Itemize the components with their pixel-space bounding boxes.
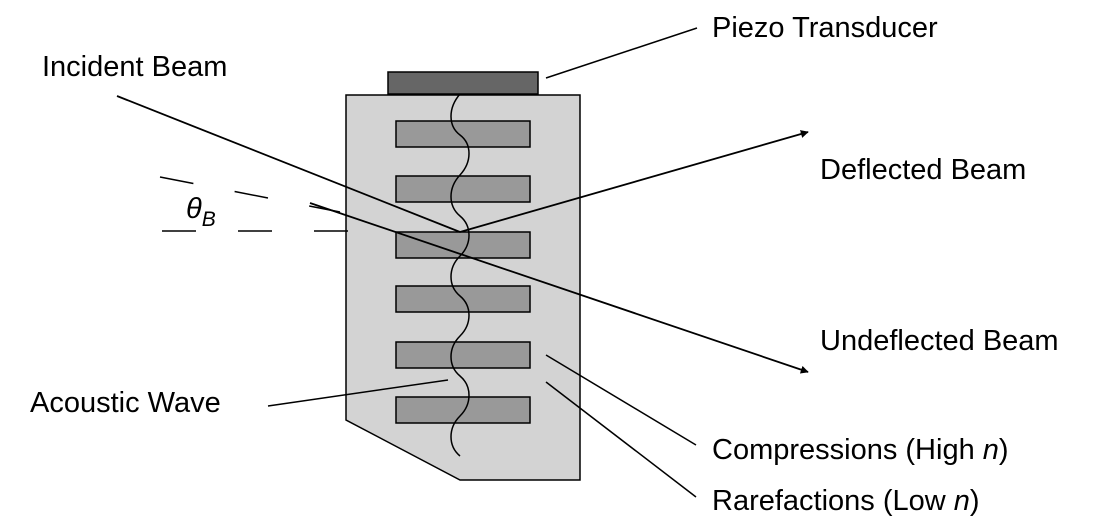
compressions-leader [545,354,697,446]
compression-bar [395,341,531,369]
incident-beam-label: Incident Beam [42,51,227,83]
undeflected-beam [309,202,809,374]
compression-bar [395,175,531,203]
rarefactions-n: n [954,485,970,517]
piezo-transducer-label: Piezo Transducer [712,12,938,44]
rarefactions-leader [545,381,697,498]
deflected-beam-label: Deflected Beam [820,154,1026,186]
bragg-angle-reference-upper [159,176,341,213]
theta-subscript: B [202,208,216,231]
bragg-angle-label: θB [186,193,216,231]
rarefactions-label: Rarefactions (Low n) [712,485,980,517]
piezo-transducer [387,71,539,95]
undeflected-beam-label: Undeflected Beam [820,325,1059,357]
rarefactions-text: Rarefactions (Low [712,485,954,517]
rarefactions-close: ) [970,485,980,517]
compressions-n: n [983,434,999,466]
compressions-label: Compressions (High n) [712,434,1009,466]
acoustic-wave-label: Acoustic Wave [30,387,221,419]
deflected-beam [459,130,809,233]
incident-beam [116,95,461,233]
compressions-text: Compressions (High [712,434,983,466]
acoustic-wave [450,93,470,457]
theta-symbol: θ [186,193,202,225]
piezo-leader [545,27,698,79]
compressions-close: ) [999,434,1009,466]
compression-bar [395,120,531,148]
compression-bar [395,396,531,424]
acoustic-wave-leader [267,379,449,407]
